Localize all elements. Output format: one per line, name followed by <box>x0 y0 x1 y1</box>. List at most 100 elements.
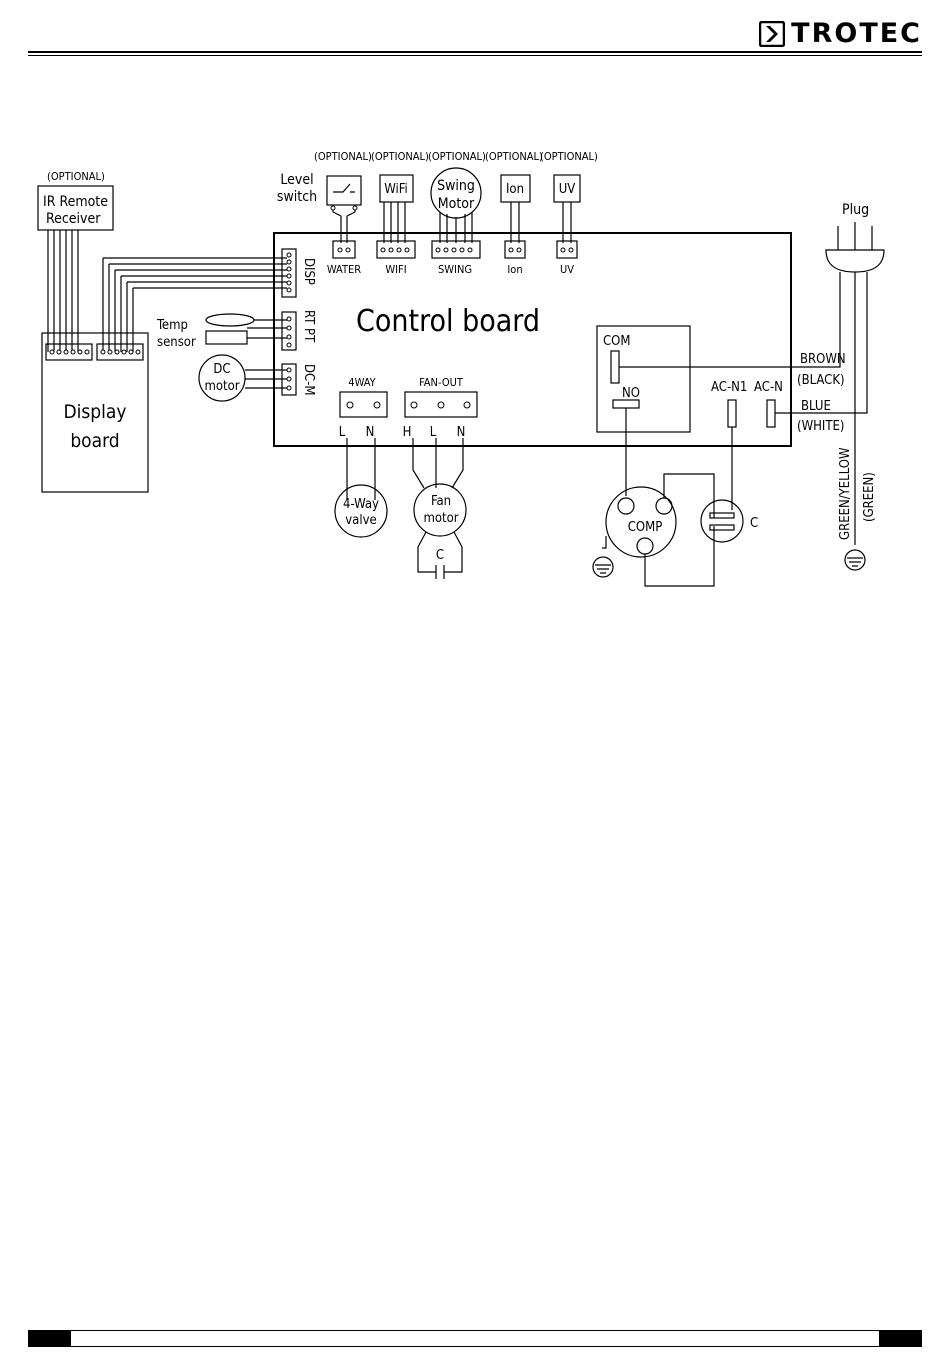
fan-out-connector <box>404 391 478 418</box>
ac-n1-terminal <box>727 399 737 428</box>
level-switch-box <box>326 175 362 206</box>
fan-out-terminal-h: H <box>403 425 412 440</box>
four-way-connector-label: 4WAY <box>348 376 376 389</box>
four-way-valve-label-1: 4-Way <box>343 497 379 512</box>
fan-out-terminal-n: N <box>457 425 466 440</box>
compressor-terminal-2 <box>655 497 673 515</box>
water-connector <box>332 240 356 259</box>
compressor-ground-icon <box>592 556 614 578</box>
four-way-terminal-l: L <box>339 425 346 440</box>
header-rule <box>28 51 922 53</box>
brand-name: TROTEC <box>791 18 922 49</box>
com-terminal <box>610 350 620 384</box>
brand-logo: TROTEC <box>759 20 922 48</box>
optional-tag-level: (OPTIONAL) <box>314 150 372 163</box>
wifi-box <box>379 174 414 203</box>
fan-out-terminal-l: L <box>430 425 437 440</box>
ion-box <box>500 174 531 203</box>
compressor-terminal-3 <box>636 537 654 555</box>
temp-sensor-body <box>205 330 248 345</box>
four-way-connector <box>339 391 388 418</box>
fan-motor-label-1: Fan <box>431 494 451 509</box>
compressor-terminal-1 <box>617 497 635 515</box>
rt-pt-connector <box>281 311 297 351</box>
wire-blue-label: BLUE <box>801 399 831 414</box>
optional-tag-uv: (OPTIONAL) <box>540 150 598 163</box>
display-board-box <box>41 332 149 493</box>
fan-motor-label-2: motor <box>423 511 458 526</box>
compressor-capacitor-label: C <box>750 516 758 531</box>
ac-n-terminal <box>766 399 776 428</box>
optional-tag-wifi: (OPTIONAL) <box>371 150 429 163</box>
page-footer <box>28 1330 922 1347</box>
fan-capacitor-label: C <box>436 548 444 563</box>
ac-n-label: AC-N <box>754 380 783 395</box>
disp-label: DISP <box>301 258 316 285</box>
control-board-title: Control board <box>356 304 540 339</box>
ion-connector <box>504 240 526 259</box>
uv-box <box>553 174 581 203</box>
ion-label: Ion <box>506 182 524 197</box>
swing-motor-label-1: Swing <box>437 178 475 194</box>
display-board-label-2: board <box>70 430 119 452</box>
dc-motor-label-1: DC <box>213 362 230 377</box>
optional-tag-ir: (OPTIONAL) <box>47 170 105 183</box>
brand-chevron-icon <box>759 21 786 47</box>
wire-black-label: (BLACK) <box>797 373 845 388</box>
uv-label: UV <box>559 182 576 197</box>
wire-green-yellow-label: GREEN/YELLOW <box>838 447 853 540</box>
plug-body <box>825 249 885 273</box>
level-switch-label-1: Level <box>280 172 313 188</box>
footer-block-left <box>29 1331 71 1346</box>
four-way-terminal-n: N <box>366 425 375 440</box>
four-way-valve-label-2: valve <box>345 513 376 528</box>
display-board-label-1: Display <box>63 401 126 423</box>
swing-connector-label: SWING <box>438 263 472 276</box>
cap-plate-top <box>709 512 735 519</box>
dc-motor-symbol <box>198 354 246 402</box>
compressor-capacitor-symbol <box>700 499 744 543</box>
page-header: TROTEC <box>0 0 950 60</box>
level-switch-label-2: switch <box>277 189 317 205</box>
cap-plate-bottom <box>709 524 735 531</box>
wire-brown-label: BROWN <box>800 352 846 367</box>
plug-ground-icon <box>844 549 866 571</box>
optional-tag-ion: (OPTIONAL) <box>485 150 543 163</box>
ir-remote-label-2: Receiver <box>46 211 101 227</box>
display-connector-left <box>45 343 93 361</box>
optional-tag-swing: (OPTIONAL) <box>428 150 486 163</box>
wire-white-label: (WHITE) <box>797 419 844 434</box>
disp-connector <box>281 248 297 298</box>
four-way-valve-symbol <box>334 484 388 538</box>
no-terminal <box>612 399 640 409</box>
wifi-connector <box>376 240 416 259</box>
relay-com-label: COM <box>603 334 630 349</box>
wifi-connector-label: WIFI <box>385 263 406 276</box>
temp-sensor-label-1: Temp <box>156 318 188 333</box>
fan-out-connector-label: FAN-OUT <box>419 376 464 389</box>
plug-label: Plug <box>842 202 869 218</box>
footer-block-right <box>879 1331 921 1346</box>
uv-connector <box>556 240 578 259</box>
header-rule-thin <box>28 55 922 56</box>
relay-box <box>596 325 691 433</box>
swing-connector <box>431 240 481 259</box>
ac-n1-label: AC-N1 <box>711 380 747 395</box>
display-connector-right <box>96 343 144 361</box>
rt-pt-label: RT PT <box>301 310 316 343</box>
wifi-label: WiFi <box>384 182 408 197</box>
water-connector-label: WATER <box>327 263 361 276</box>
dc-m-label: DC-M <box>301 364 316 396</box>
fan-motor-symbol <box>413 483 467 537</box>
temp-sensor-bulb <box>205 313 255 327</box>
control-board-box <box>273 232 792 447</box>
wiring-diagram: (OPTIONAL) (OPTIONAL) (OPTIONAL) (OPTION… <box>37 150 885 587</box>
compressor-symbol <box>605 486 677 558</box>
relay-no-label: NO <box>622 386 640 401</box>
wire-green-label: (GREEN) <box>862 472 877 522</box>
ir-remote-box <box>37 185 114 231</box>
ion-connector-label: Ion <box>507 263 522 276</box>
temp-sensor-label-2: sensor <box>157 335 196 350</box>
uv-connector-label: UV <box>560 263 574 276</box>
swing-motor-label-2: Motor <box>438 196 475 212</box>
